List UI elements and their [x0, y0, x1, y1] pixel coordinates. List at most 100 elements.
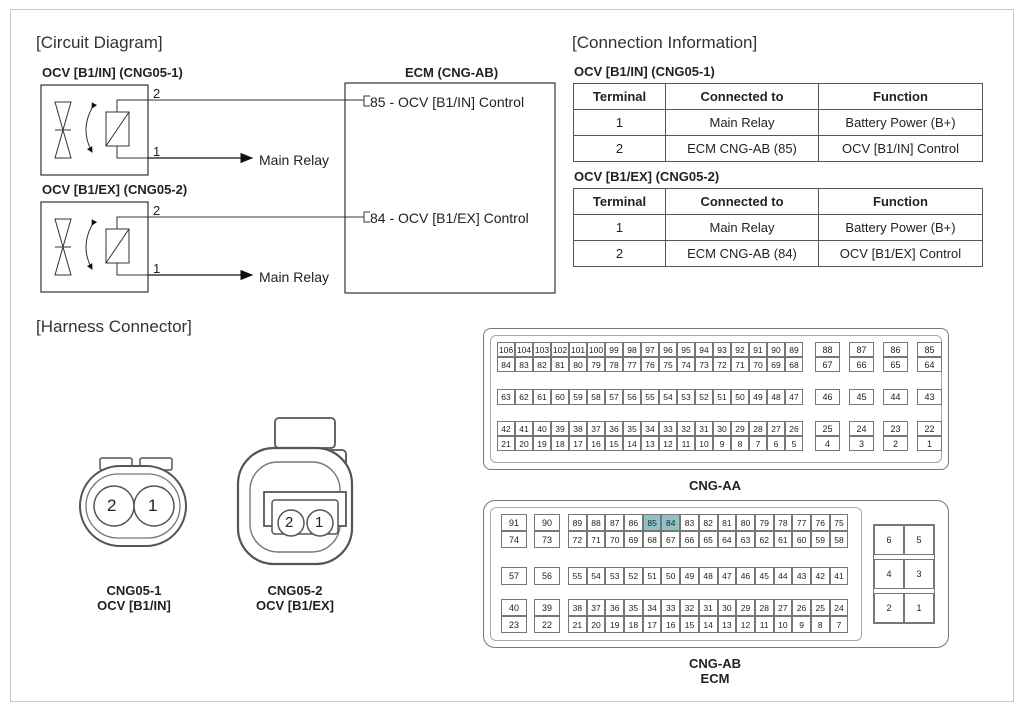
connector-pin: 35 [624, 599, 643, 616]
connector-pin: 59 [810, 531, 830, 548]
connector-pin: 7 [749, 436, 767, 451]
connector-pin: 31 [695, 421, 713, 436]
connector-pin: 48 [698, 567, 718, 585]
connector-pin: 62 [754, 531, 774, 548]
connector-pin: 70 [749, 357, 767, 372]
connector-pin: 82 [698, 514, 718, 531]
connector-pin: 33 [659, 421, 677, 436]
connection-table-ocv-in: Terminal Connected to Function 1 Main Re… [573, 83, 983, 162]
connector-pin: 81 [717, 514, 737, 531]
connector-pin: 79 [754, 514, 774, 531]
connector-pin: 57 [605, 389, 623, 405]
connector-pin: 5 [904, 525, 934, 555]
connector-pin: 47 [785, 389, 803, 405]
connector-pin: 71 [586, 531, 606, 548]
cng-aa-connector [483, 328, 949, 470]
connector-pin: 32 [677, 421, 695, 436]
wire-ex-84 [148, 216, 370, 223]
connector-pin: 86 [883, 342, 908, 357]
connector-pin: 61 [533, 389, 551, 405]
connector-pin: 45 [849, 389, 874, 405]
connector-pin: 66 [849, 357, 874, 372]
connector-pin: 87 [605, 514, 625, 531]
connector-pin: 23 [501, 616, 527, 633]
connector-pin: 101 [569, 342, 587, 357]
connector-pin: 60 [792, 531, 811, 548]
connector-pin: 85 [642, 514, 662, 531]
connector-pin: 20 [515, 436, 533, 451]
connector-pin: 55 [641, 389, 659, 405]
circuit-diagram-heading: [Circuit Diagram] [36, 33, 163, 52]
connector-pin: 36 [605, 421, 623, 436]
header-terminal: Terminal [573, 83, 666, 110]
connector-pin: 49 [749, 389, 767, 405]
cng05-1-caption: CNG05-1 OCV [B1/IN] [84, 583, 184, 613]
connector-pin: 58 [829, 531, 849, 548]
connector-pin: 40 [533, 421, 551, 436]
connector-pin: 17 [569, 436, 587, 451]
connector-pin: 9 [792, 616, 811, 633]
connector-pin: 72 [713, 357, 731, 372]
connector-pin: 91 [749, 342, 767, 357]
connector-pin: 90 [534, 514, 560, 531]
connector-pin: 38 [568, 599, 587, 616]
connector-pin: 80 [569, 357, 587, 372]
connector-pin: 41 [829, 567, 849, 585]
cell-connected-to: Main Relay [665, 214, 819, 241]
table2-title: OCV [B1/EX] (CNG05-2) [574, 169, 720, 184]
ecm-pin85-label: 85 - OCV [B1/IN] Control [370, 94, 525, 110]
connector-pin: 24 [829, 599, 849, 616]
connector-pin: 89 [568, 514, 587, 531]
ocv-in-pin2-label: 2 [153, 86, 161, 101]
connector-pin: 34 [641, 421, 659, 436]
connector-pin: 72 [568, 531, 587, 548]
ocv-in-pin1-label: 1 [153, 144, 161, 159]
connector-pin: 61 [773, 531, 793, 548]
connector-pin: 22 [534, 616, 560, 633]
connector-pin: 67 [815, 357, 840, 372]
main-relay-label-ex: Main Relay [259, 269, 330, 285]
ocv-in-symbol [40, 84, 150, 176]
connector-pin: 65 [883, 357, 908, 372]
connector-pin: 53 [605, 567, 625, 585]
connector-pin: 60 [551, 389, 569, 405]
connector-pin: 51 [642, 567, 662, 585]
table-row: 2 ECM CNG-AB (84) OCV [B1/EX] Control [573, 240, 983, 267]
connector-pin: 74 [501, 531, 527, 548]
connector-pin: 56 [534, 567, 560, 585]
connector-pin: 98 [623, 342, 641, 357]
harness-connector-heading: [Harness Connector] [36, 317, 192, 336]
connector-pin: 94 [695, 342, 713, 357]
connector-pin: 69 [624, 531, 643, 548]
connector-pin: 83 [680, 514, 699, 531]
connector-pin: 106 [497, 342, 515, 357]
connector-pin: 14 [623, 436, 641, 451]
ocv-in-title: OCV [B1/IN] (CNG05-1) [42, 65, 183, 80]
connector-pin: 5 [785, 436, 803, 451]
connector-pin: 7 [829, 616, 849, 633]
connector-pin: 37 [587, 421, 605, 436]
cng-ab-caption: CNG-AB ECM [665, 656, 765, 686]
connector-pin: 13 [717, 616, 737, 633]
connector-pin: 18 [624, 616, 643, 633]
connector-pin: 77 [792, 514, 811, 531]
connector-pin: 49 [680, 567, 699, 585]
connector-pin: 11 [677, 436, 695, 451]
connector-pin: 103 [533, 342, 551, 357]
connector-pin: 88 [586, 514, 606, 531]
connector-pin: 29 [731, 421, 749, 436]
connector-pin: 70 [605, 531, 625, 548]
connector-pin: 80 [736, 514, 755, 531]
connector-pin: 78 [773, 514, 793, 531]
cng-ab-connector [483, 500, 949, 648]
connector-pin: 20 [586, 616, 606, 633]
connector-pin: 23 [883, 421, 908, 436]
cng05-1-pin1: 1 [148, 496, 158, 515]
connector-pin: 57 [501, 567, 527, 585]
connector-pin: 88 [815, 342, 840, 357]
connector-pin: 28 [754, 599, 774, 616]
